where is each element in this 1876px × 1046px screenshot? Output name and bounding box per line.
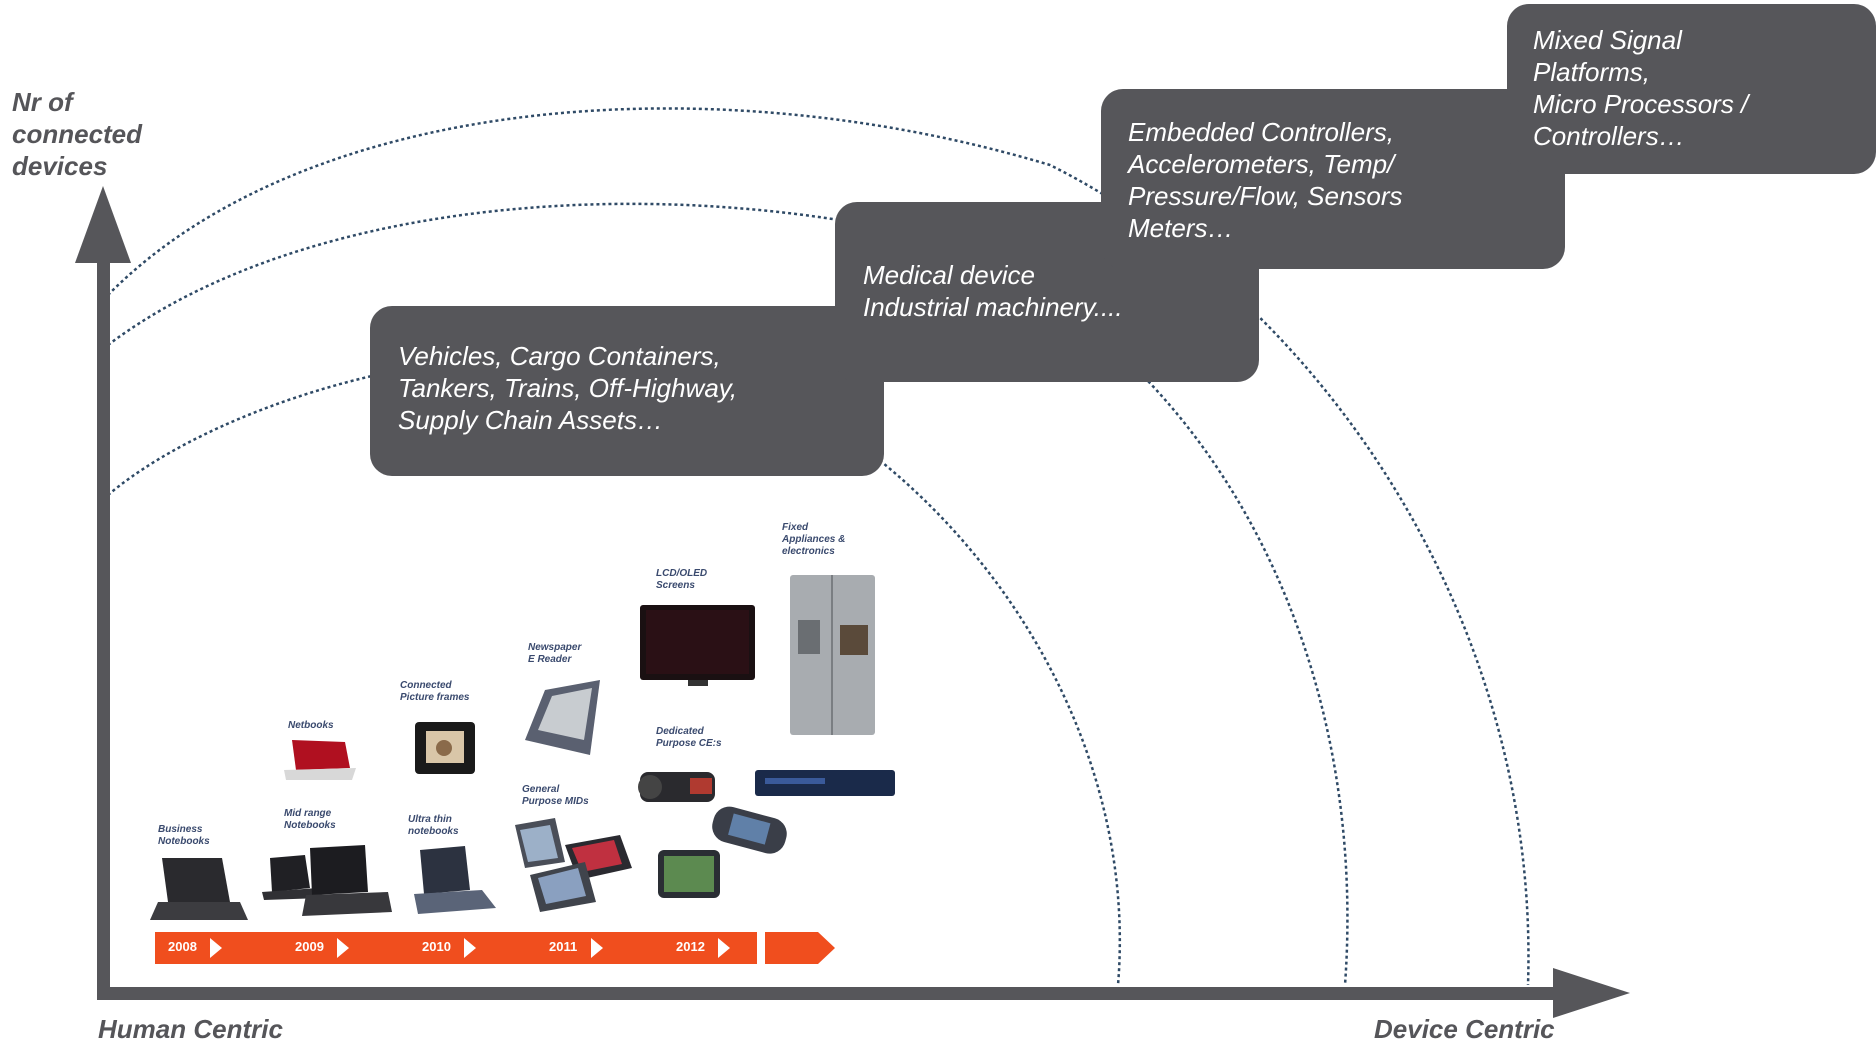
bluray-player-image — [755, 770, 895, 796]
timeline-year-2010: 2010 — [422, 939, 451, 954]
timeline-bar — [155, 932, 757, 964]
timeline-arrow-marker — [591, 938, 603, 958]
arc-inner — [107, 351, 1121, 986]
timeline-arrow-marker — [337, 938, 349, 958]
lcd-tv-image — [640, 605, 755, 686]
timeline-year-2011: 2011 — [549, 939, 577, 954]
y-axis-label: Nr of connected devices — [12, 87, 143, 181]
x-axis-arrowhead — [1553, 968, 1630, 1018]
midrange-notebook-image — [262, 845, 392, 916]
device-label-netbooks: Netbooks — [288, 720, 334, 731]
ereader-image — [525, 680, 600, 755]
timeline-arrow-marker — [718, 938, 730, 958]
x-axis-label-left: Human Centric — [98, 1014, 283, 1044]
category-box-embedded: Embedded Controllers, Accelerometers, Te… — [1101, 89, 1565, 269]
timeline-arrow-end — [765, 932, 835, 964]
ultrathin-notebook-image — [414, 846, 496, 914]
business-notebook-image — [150, 858, 248, 920]
timeline-year-2008: 2008 — [168, 939, 197, 954]
timeline-arrow-marker — [464, 938, 476, 958]
x-axis-line — [97, 987, 1567, 1000]
y-axis-arrowhead — [75, 186, 131, 263]
timeline-arrow-marker — [210, 938, 222, 958]
arc-middle — [107, 202, 1349, 986]
netbook-image — [284, 740, 356, 780]
category-box-mixed-signal: Mixed Signal Platforms, Micro Processors… — [1507, 4, 1876, 174]
category-box-vehicles: Vehicles, Cargo Containers, Tankers, Tra… — [370, 306, 884, 476]
timeline-year-2009: 2009 — [295, 939, 324, 954]
dedicated-ce-image — [638, 772, 787, 898]
timeline-year-2012: 2012 — [676, 939, 705, 954]
picture-frame-image — [415, 722, 475, 774]
arc-outer — [107, 107, 1530, 986]
y-axis-line — [97, 258, 110, 998]
timeline: 2008 2009 2010 2011 2012 — [155, 932, 835, 964]
x-axis-label-right: Device Centric — [1374, 1014, 1555, 1044]
fridge-image — [790, 575, 875, 735]
mid-devices-image — [515, 818, 632, 912]
